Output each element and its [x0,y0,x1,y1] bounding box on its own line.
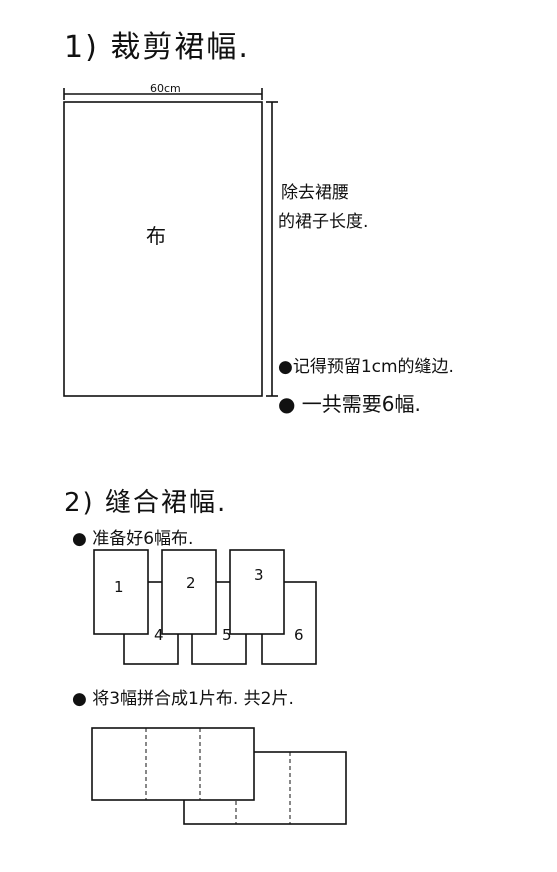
panel-number-2: 2 [186,574,196,592]
panel-number-1: 1 [114,578,124,596]
fabric-label: 布 [146,224,166,248]
panel-number-6: 6 [294,626,304,644]
panel-number-5: 5 [222,626,232,644]
joined-piece-front [91,727,255,801]
panel-count-note: ● 一共需要6幅. [278,392,421,416]
panel-1 [93,549,149,635]
prepare-panels-note: ● 准备好6幅布. [72,529,194,549]
panel-number-3: 3 [254,566,264,584]
length-note-line2: 的裙子长度. [278,212,369,232]
join-panels-note: ● 将3幅拼合成1片布. 共2片. [72,689,294,709]
step2-title: 2) 缝合裙幅. [64,488,228,518]
panel-2 [161,549,217,635]
seam-allowance-note: ●记得预留1cm的缝边. [278,357,454,377]
step1-title: 1) 裁剪裙幅. [64,30,250,65]
width-dimension-label: 60cm [150,82,181,95]
panel-3 [229,549,285,635]
panel-number-4: 4 [154,626,164,644]
fabric-rectangle [63,101,263,397]
length-note-line1: 除去裙腰 [281,183,349,203]
